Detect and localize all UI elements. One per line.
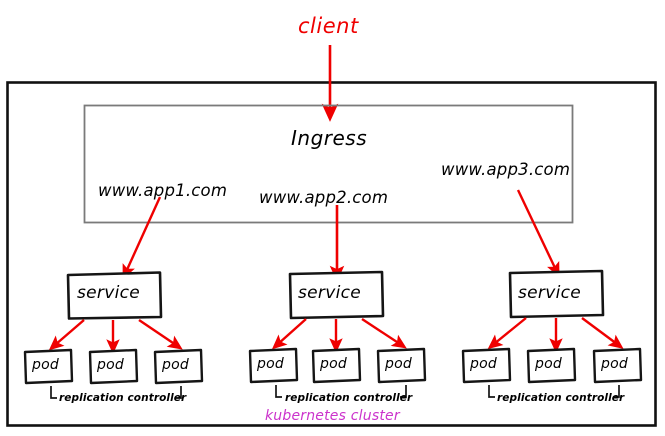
- pod-label-3-3: pod: [601, 356, 628, 372]
- client-label: client: [298, 14, 359, 38]
- kubernetes-cluster-label: kubernetes cluster: [265, 408, 400, 424]
- arrow-service3-pod1: [487, 317, 527, 350]
- replication-controller-3-bracket: [488, 385, 620, 398]
- pod-label-3-1: pod: [470, 356, 497, 372]
- pod-2-1-box: [248, 347, 299, 384]
- replication-controller-label-2: replication controller: [285, 392, 413, 404]
- group-3-shapes: [461, 269, 643, 398]
- pod-3-1-box: [461, 347, 512, 384]
- pod-3-3-box: [592, 347, 643, 384]
- pod-2-3-box: [376, 347, 427, 384]
- pod-label-1-2: pod: [97, 357, 124, 373]
- pod-1-3-box: [153, 348, 204, 385]
- pod-label-3-2: pod: [535, 356, 562, 372]
- arrow-service1-pod1: [48, 319, 85, 351]
- pod-label-1-1: pod: [32, 357, 59, 373]
- group-2-shapes: [248, 270, 427, 398]
- pod-label-2-3: pod: [385, 356, 412, 372]
- arrow-service3-pod3: [581, 317, 624, 349]
- pod-1-1-box: [23, 348, 74, 385]
- ingress-box: [83, 104, 574, 224]
- replication-controller-label-1: replication controller: [59, 392, 187, 404]
- host-label-app1: www.app1.com: [98, 181, 228, 200]
- pod-label-2-1: pod: [257, 356, 284, 372]
- pod-label-1-3: pod: [162, 357, 189, 373]
- arrow-app3-to-service3: [516, 189, 560, 278]
- replication-controller-1-bracket: [50, 386, 182, 399]
- host-label-app3: www.app3.com: [441, 160, 571, 179]
- host-label-app2: www.app2.com: [259, 188, 389, 207]
- kubernetes-cluster-boundary: [6, 81, 657, 427]
- arrow-service2-pod3: [361, 317, 407, 349]
- service-label-1: service: [77, 283, 140, 303]
- service-label-3: service: [518, 283, 581, 303]
- arrow-service2-pod1: [271, 318, 307, 350]
- arrow-service1-pod3: [138, 319, 183, 350]
- service-3-box: [508, 269, 605, 319]
- group-1-shapes: [23, 271, 204, 399]
- pod-2-2-box: [311, 347, 362, 384]
- host-to-service-arrows: [122, 189, 560, 282]
- pod-1-2-box: [88, 348, 139, 385]
- arrow-app1-to-service1: [122, 196, 162, 280]
- replication-controller-label-3: replication controller: [497, 392, 625, 404]
- ingress-label: Ingress: [291, 126, 368, 150]
- service-label-2: service: [298, 283, 361, 303]
- pod-label-2-2: pod: [320, 356, 347, 372]
- service-2-box: [288, 270, 385, 320]
- pod-3-2-box: [526, 347, 577, 384]
- service-1-box: [66, 271, 163, 320]
- replication-controller-2-bracket: [275, 385, 407, 398]
